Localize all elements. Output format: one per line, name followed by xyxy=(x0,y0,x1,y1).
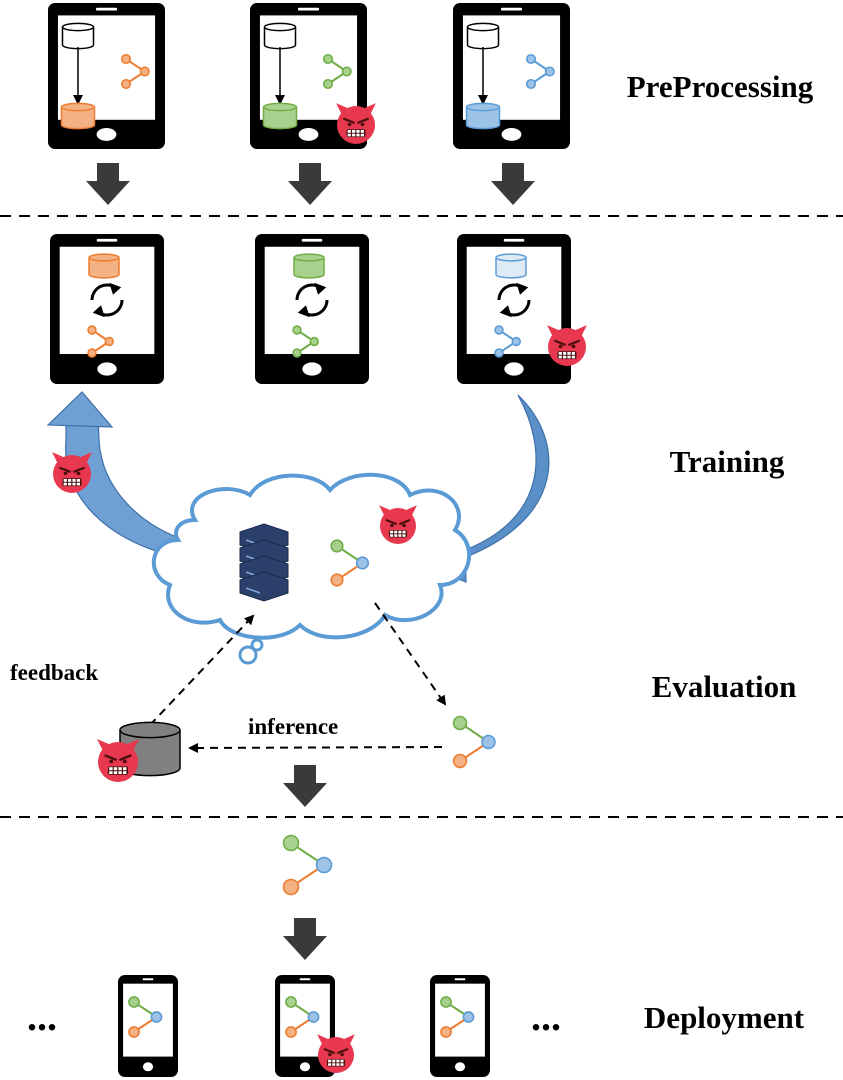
database-icon xyxy=(61,22,95,50)
sync-icon xyxy=(90,282,124,318)
flow-down-arrow xyxy=(491,163,535,205)
feedback-label: feedback xyxy=(10,660,98,685)
sync-icon xyxy=(497,282,531,318)
model-graph-icon xyxy=(525,53,555,90)
model-graph-icon xyxy=(282,834,333,896)
model-graph-icon xyxy=(292,325,319,358)
devil-icon xyxy=(336,103,376,144)
model-graph-icon xyxy=(452,715,496,769)
devil-icon xyxy=(52,452,92,493)
model-graph-icon xyxy=(330,539,370,587)
flow-down-arrow xyxy=(283,765,327,807)
inference-label: inference xyxy=(248,714,338,739)
database-icon xyxy=(293,253,325,279)
model-graph-icon xyxy=(87,325,114,358)
inference-arrow xyxy=(188,742,443,753)
model-graph-icon xyxy=(440,996,475,1038)
model-graph-icon xyxy=(322,53,352,90)
arrowhead xyxy=(46,391,114,428)
sync-icon xyxy=(295,282,329,318)
deployed-device xyxy=(430,975,490,1077)
stage-label-evaluation: Evaluation xyxy=(652,669,797,704)
devil-icon xyxy=(547,325,587,366)
devil-icon xyxy=(379,505,417,544)
server-icon xyxy=(239,523,289,602)
model-graph-icon xyxy=(120,53,150,90)
devil-icon xyxy=(97,739,139,782)
ellipsis-right: ... xyxy=(531,994,561,1039)
flow-down-arrow xyxy=(288,163,332,205)
model-to-inference-arrow xyxy=(374,602,447,706)
stage-label-deployment: Deployment xyxy=(644,1000,805,1035)
flow-down-arrow xyxy=(86,163,130,205)
database-icon xyxy=(466,22,500,50)
model-graph-icon xyxy=(285,996,320,1038)
ellipsis-left: ... xyxy=(27,994,57,1039)
stage-label-training: Training xyxy=(670,444,785,479)
model-graph-icon xyxy=(494,325,521,358)
database-icon xyxy=(60,102,96,130)
deployed-device xyxy=(118,975,178,1077)
flow-down-arrow xyxy=(283,918,327,960)
database-icon xyxy=(262,102,298,130)
feedback-arrow xyxy=(149,614,255,726)
database-icon xyxy=(263,22,297,50)
model-graph-icon xyxy=(128,996,163,1038)
database-icon xyxy=(495,253,527,279)
devil-icon xyxy=(317,1034,355,1073)
client-device xyxy=(50,234,164,384)
database-icon xyxy=(465,102,501,130)
database-icon xyxy=(88,253,120,279)
stage-label-preprocessing: PreProcessing xyxy=(627,69,814,104)
cloud-icon xyxy=(151,472,472,665)
